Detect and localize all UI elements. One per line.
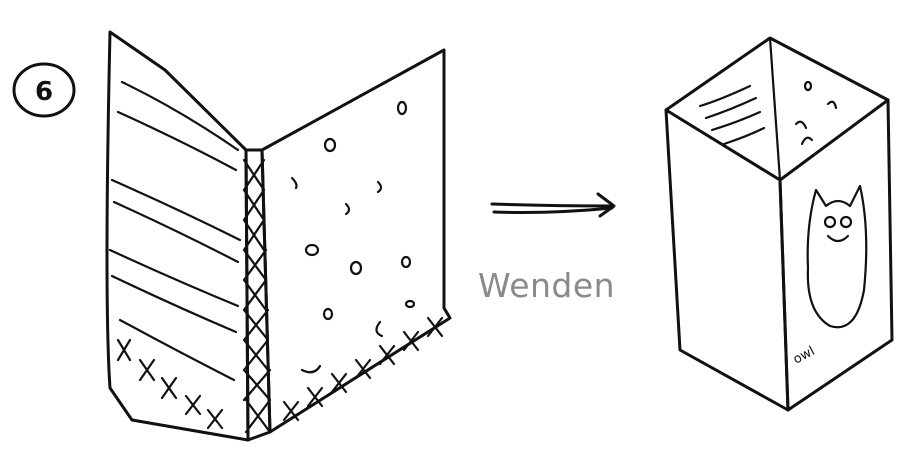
owl-beak [826, 234, 850, 243]
owl-eye-left [823, 215, 837, 229]
bag-front-panel [664, 108, 790, 412]
bag-side-panel [778, 98, 894, 412]
step-circle [12, 62, 76, 118]
right-panel [260, 48, 452, 434]
owl-eye-right [839, 215, 853, 229]
arrow-right-icon [490, 192, 616, 218]
inner-dots [794, 80, 838, 146]
open-bag-sketch [105, 30, 452, 442]
caption-text: Wenden [478, 266, 616, 305]
step-badge: 6 [12, 62, 76, 118]
owl-body [806, 184, 868, 329]
left-panel [105, 30, 250, 442]
spine-stitching [242, 158, 272, 434]
bag-opening [664, 36, 890, 112]
bottom-left-stitching [116, 338, 224, 430]
step-number: 6 [35, 77, 53, 107]
dot-pattern [290, 100, 416, 374]
bag-label: owl [791, 344, 818, 368]
finished-bag-sketch: owl [664, 36, 894, 412]
bottom-right-stitching [282, 316, 444, 422]
